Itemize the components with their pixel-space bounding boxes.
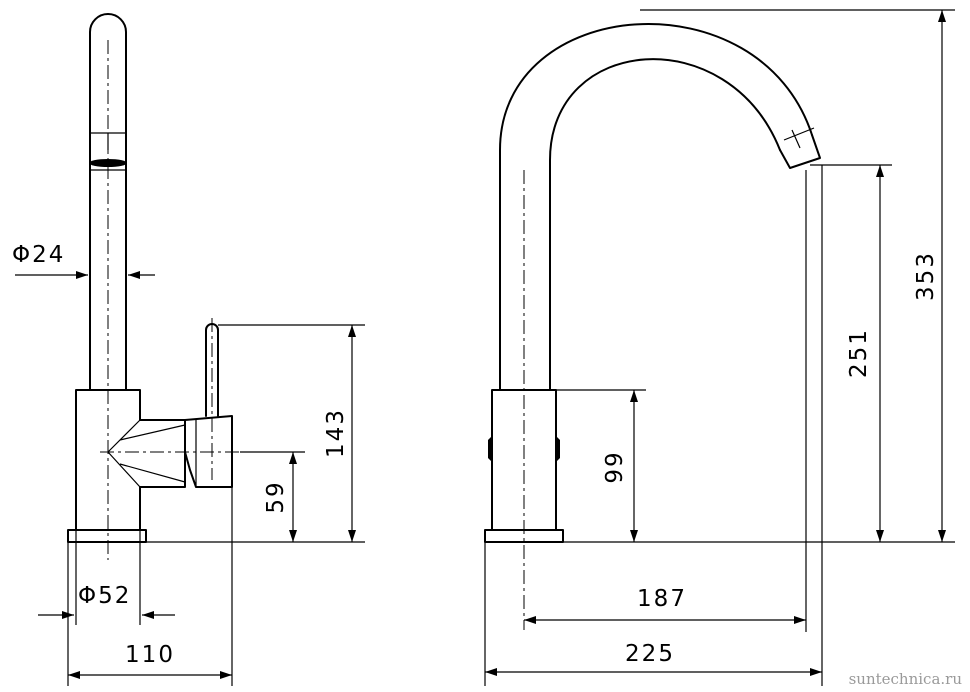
front-view: 353 251 99 187 225 (484, 9, 955, 686)
dim-base-diameter: Φ52 (78, 583, 131, 609)
cartridge-cone (107, 419, 186, 488)
side-base-plate (67, 529, 147, 543)
side-spout-tube (89, 13, 127, 391)
front-spout-tip (779, 134, 821, 169)
dim-handle-height: 143 (323, 408, 349, 458)
dim-spout-reach: 187 (637, 586, 687, 612)
dim-side-width: 110 (125, 642, 175, 668)
dim-body-height: 99 (602, 450, 628, 483)
side-body (75, 389, 186, 531)
dim-lever-axis: 59 (263, 480, 289, 513)
front-spout-inner (549, 58, 781, 391)
side-lever (184, 415, 233, 488)
dim-spout-diameter: Φ24 (12, 242, 65, 268)
dim-total-height: 353 (913, 251, 939, 301)
watermark: suntechnica.ru (849, 670, 963, 688)
dim-total-depth: 225 (625, 641, 675, 667)
front-spout-outer (499, 23, 813, 391)
front-body (491, 389, 557, 531)
aerator-band (89, 159, 127, 167)
side-view: Φ24 143 59 Φ52 110 (12, 13, 365, 686)
dim-outlet-height: 251 (846, 328, 872, 378)
